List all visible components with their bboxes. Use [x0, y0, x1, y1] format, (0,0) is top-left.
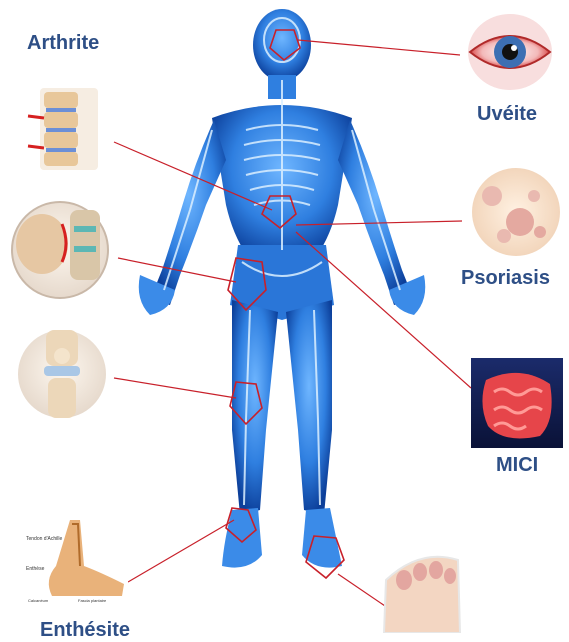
label-uveite: Uvéite	[477, 103, 537, 126]
knee-icon	[18, 330, 106, 418]
svg-text:Tendon d'Achille: Tendon d'Achille	[26, 536, 62, 542]
label-arthrite: Arthrite	[27, 32, 99, 55]
label-enthesite: Enthésite	[40, 619, 130, 642]
hip-icon	[12, 202, 108, 298]
leader-ankle	[128, 520, 234, 582]
foot-icon	[384, 557, 460, 633]
intestine-icon	[471, 358, 563, 448]
leader-foot	[338, 574, 388, 608]
leader-uveite	[298, 40, 460, 55]
human-body-figure	[139, 9, 426, 568]
left-foot-shape	[222, 508, 262, 568]
right-leg-shape	[286, 300, 332, 515]
svg-text:Enthèse: Enthèse	[26, 566, 45, 572]
spine-icon	[28, 88, 98, 170]
label-psoriasis: Psoriasis	[461, 267, 550, 290]
label-mici: MICI	[496, 454, 538, 477]
svg-text:Calcanéum: Calcanéum	[28, 598, 49, 603]
eye-icon	[468, 14, 552, 90]
left-leg-shape	[232, 300, 278, 515]
head-shape	[253, 9, 311, 81]
leader-knee	[114, 378, 236, 398]
ankle-icon: Tendon d'Achille Enthèse Calcanéum Fasci…	[24, 520, 128, 604]
skin-icon	[472, 168, 560, 256]
svg-text:Fascia plantaire: Fascia plantaire	[78, 598, 107, 603]
right-arm-shape	[338, 120, 414, 305]
